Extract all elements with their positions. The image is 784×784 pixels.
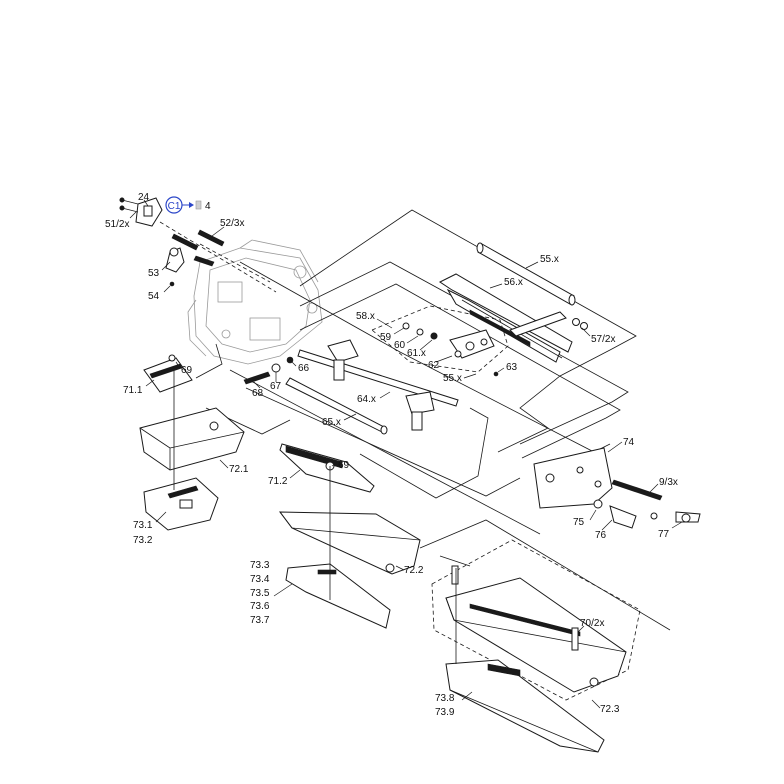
label-62: 62 (428, 360, 440, 371)
label-70: 70/2x (580, 618, 604, 629)
label-59: 59 (380, 332, 392, 343)
label-76: 76 (595, 530, 607, 541)
label-71-2: 71.2 (268, 476, 288, 487)
label-54: 54 (148, 291, 160, 302)
shaft-64 (297, 339, 459, 431)
printer-frame-ghost (187, 239, 323, 365)
label-65: 65.x (322, 417, 341, 428)
label-77: 77 (658, 529, 670, 540)
printhead-71-2 (279, 443, 375, 493)
head-73-3 (285, 563, 391, 629)
lever-53 (165, 247, 185, 287)
callout-c1-label: C1 (168, 201, 181, 212)
label-73-7: 73.7 (250, 615, 270, 626)
label-61: 61.x (407, 348, 426, 359)
label-9-3x: 9/3x (659, 477, 678, 488)
shaft-56 (439, 273, 588, 363)
part-labels: 24 51/2x 52/3x 53 54 55.x 56.x 57/2x 58.… (105, 192, 678, 718)
label-73-4: 73.4 (250, 574, 270, 585)
head-73-8 (445, 659, 605, 753)
label-51: 51/2x (105, 219, 129, 230)
label-64: 64.x (357, 394, 376, 405)
shaft-65 (285, 377, 388, 435)
label-24: 24 (138, 192, 150, 203)
label-53: 53 (148, 268, 160, 279)
label-74: 74 (623, 437, 635, 448)
label-73-9: 73.9 (435, 707, 455, 718)
label-68: 68 (252, 388, 264, 399)
label-73-3: 73.3 (250, 560, 270, 571)
parts-66-68 (243, 356, 294, 385)
callout-ref: 4 (205, 201, 211, 212)
label-63: 63 (506, 362, 518, 373)
label-60: 60 (394, 340, 406, 351)
leader-lines (129, 199, 683, 709)
label-66: 66 (298, 363, 310, 374)
carriage-72-2 (278, 511, 421, 575)
head-73-1 (143, 477, 219, 531)
label-55: 55.x (540, 254, 559, 265)
label-67: 67 (270, 381, 282, 392)
roller-55 (476, 242, 576, 306)
bracket-24-assembly (119, 197, 277, 293)
label-73-5: 73.5 (250, 588, 270, 599)
label-52: 52/3x (220, 218, 244, 229)
label-56: 56.x (504, 277, 523, 288)
label-75: 75 (573, 517, 585, 528)
label-71-1: 71.1 (123, 385, 143, 396)
bracket-58-group (371, 305, 509, 377)
callout-c1[interactable]: C1 4 (165, 196, 211, 214)
side-plate-74 (533, 447, 613, 509)
label-57: 57/2x (591, 334, 615, 345)
parts-75-77 (593, 479, 701, 529)
label-55b: 55.x (443, 373, 462, 384)
label-72-1: 72.1 (229, 464, 249, 475)
label-69a: 69 (181, 365, 193, 376)
label-72-2: 72.2 (404, 565, 424, 576)
label-58: 58.x (356, 311, 375, 322)
label-69b: 69 (338, 460, 350, 471)
label-73-6: 73.6 (250, 601, 270, 612)
carriage-72-1 (139, 407, 245, 471)
callout-arrowhead-icon (189, 202, 194, 208)
label-73-1: 73.1 (133, 520, 153, 531)
connector-lines (173, 366, 457, 664)
label-73-8: 73.8 (435, 693, 455, 704)
page-ref-icon (195, 200, 202, 210)
carriage-72-3-group (431, 539, 641, 701)
label-72-3: 72.3 (600, 704, 620, 715)
label-73-2: 73.2 (133, 535, 153, 546)
